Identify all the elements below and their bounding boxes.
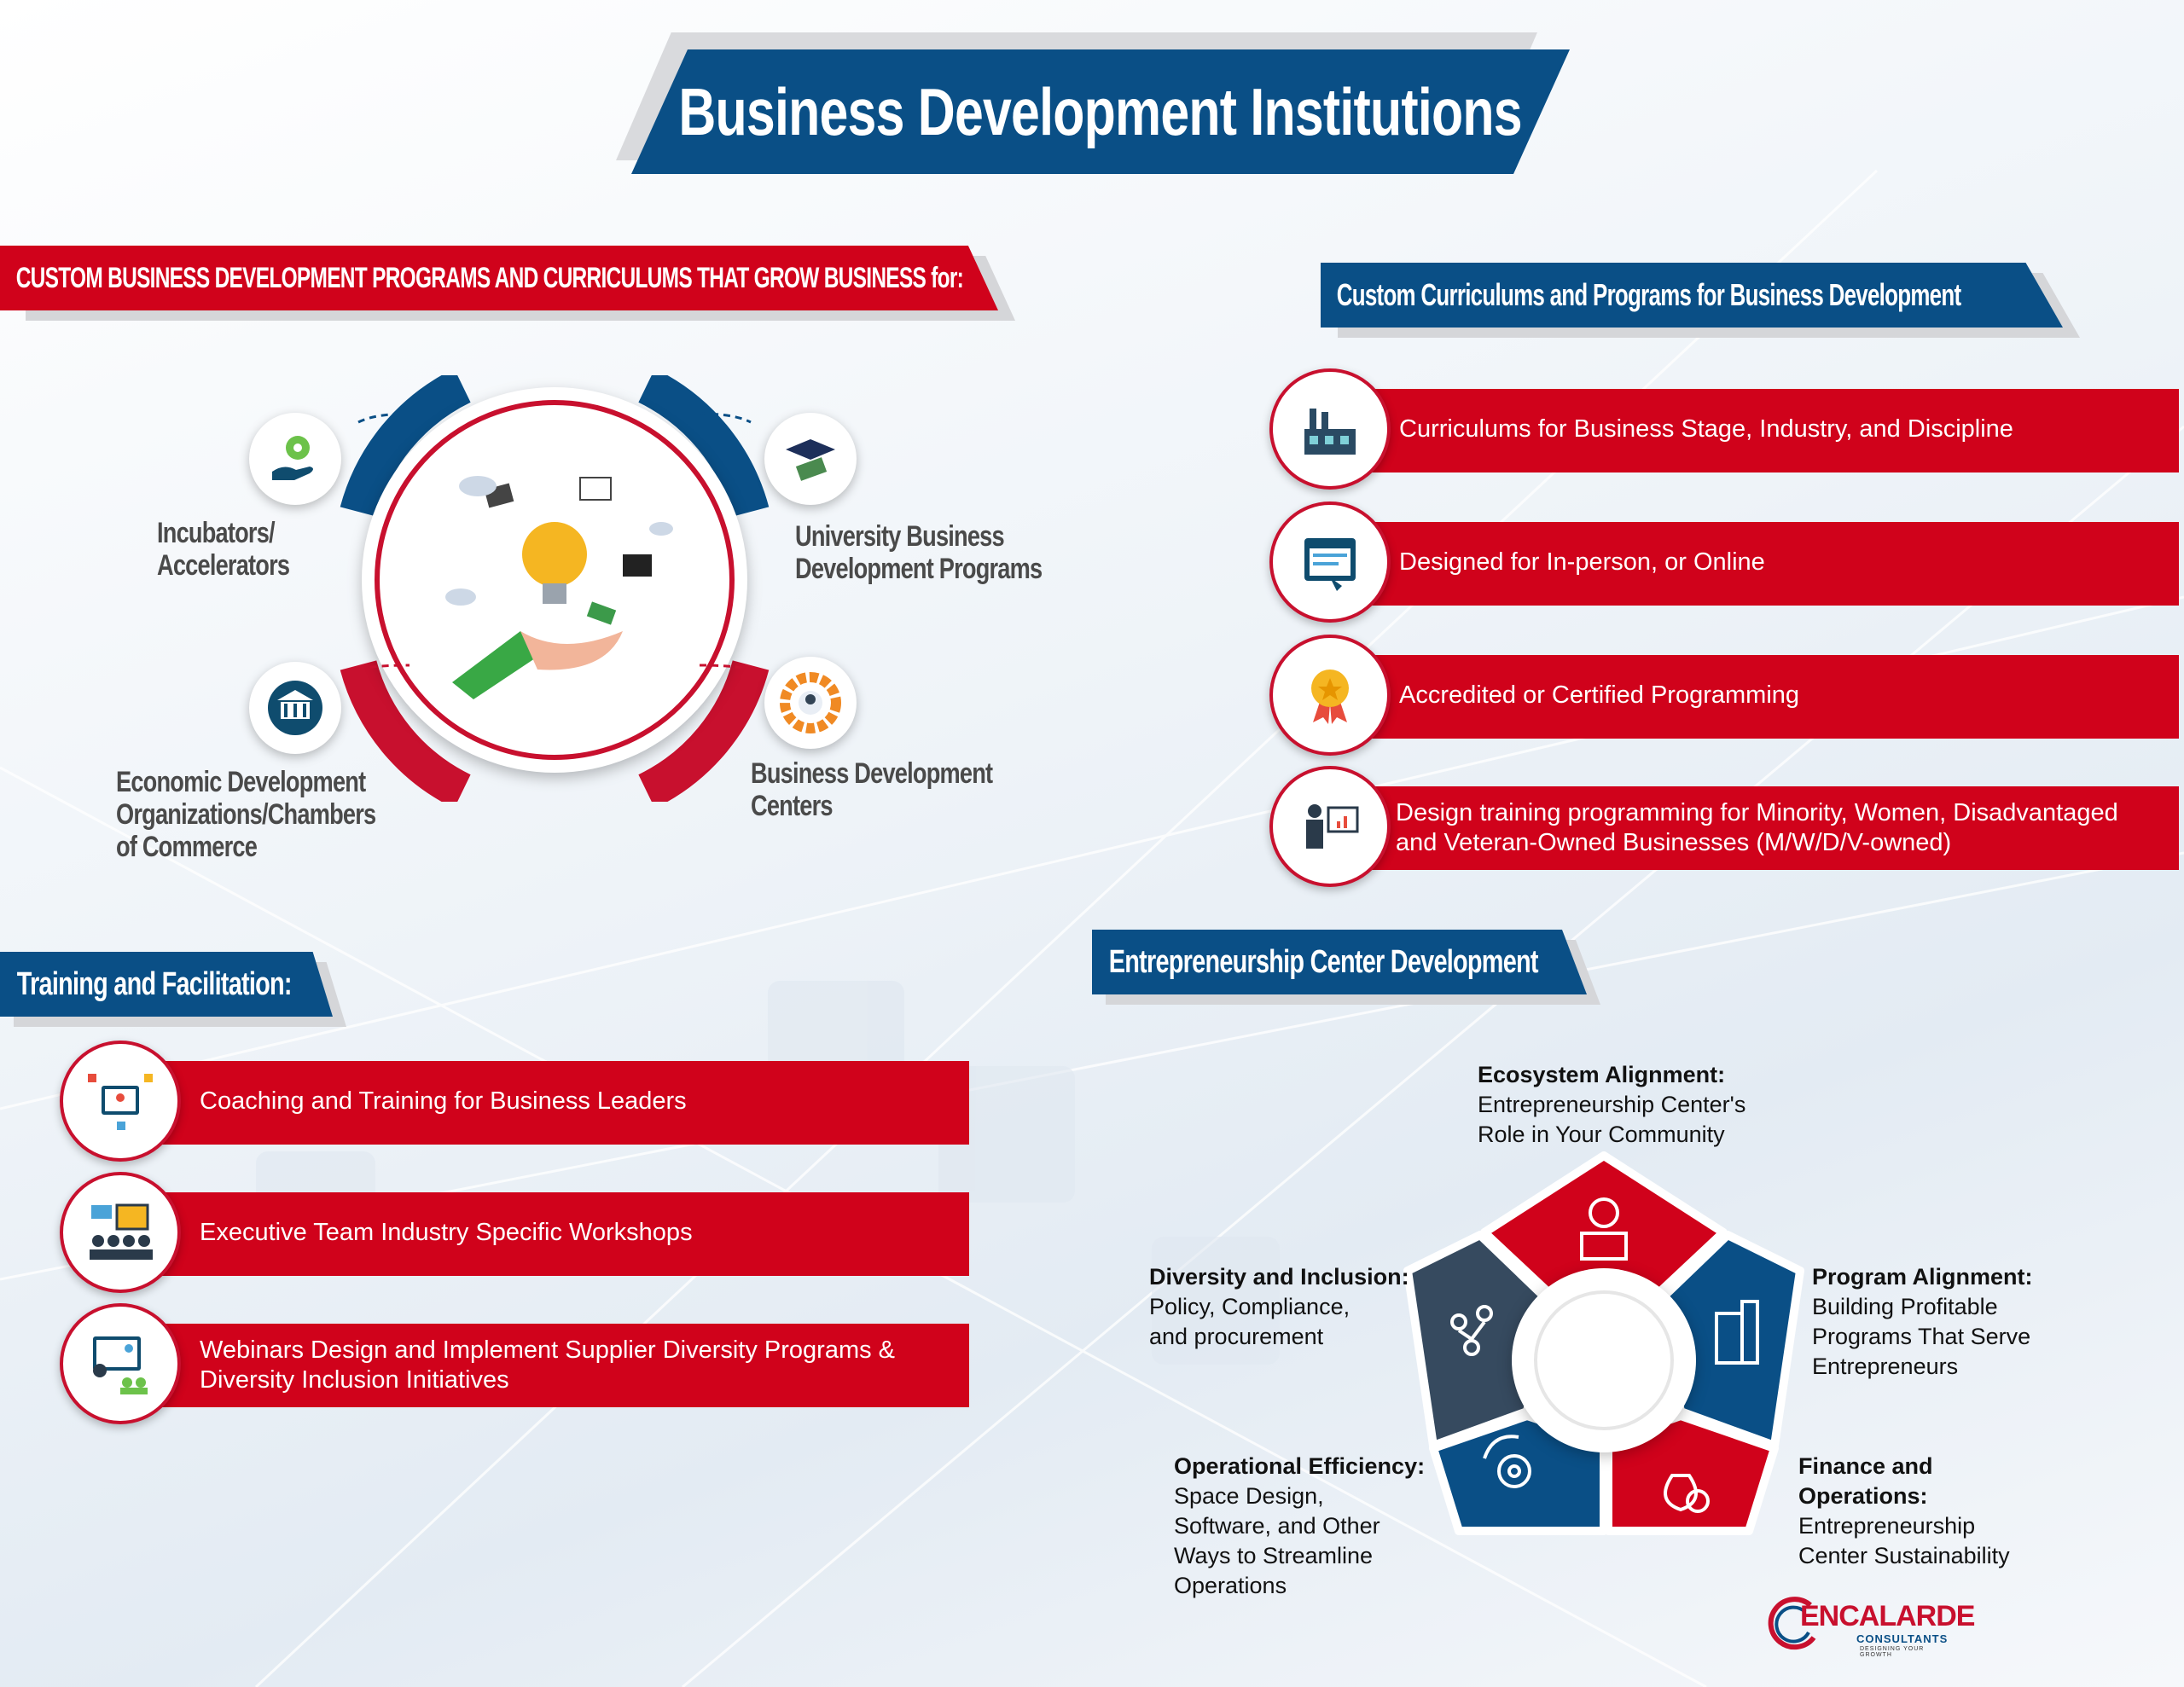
curriculum-item-text: Designed for In-person, or Online bbox=[1399, 548, 1765, 576]
training-item-text: Coaching and Training for Business Leade… bbox=[200, 1087, 687, 1115]
operational-efficiency-text: Operational Efficiency: Space Design, So… bbox=[1174, 1453, 1426, 1598]
idea-hand-icon bbox=[445, 476, 673, 699]
arc-top-left bbox=[340, 375, 471, 518]
arc-bottom-left bbox=[340, 659, 471, 802]
training-item: Executive Team Industry Specific Worksho… bbox=[60, 1172, 969, 1293]
coaching-icon bbox=[60, 1041, 181, 1162]
programs-circle-graphic bbox=[340, 375, 770, 802]
web-page-icon bbox=[1269, 501, 1391, 623]
curriculum-item: Accredited or Certified Programming bbox=[1269, 635, 2179, 756]
arc-top-right bbox=[638, 375, 770, 518]
award-medal-icon bbox=[1269, 635, 1391, 756]
incubators-label: Incubators/Accelerators bbox=[157, 517, 290, 582]
training-item: Coaching and Training for Business Leade… bbox=[60, 1041, 969, 1162]
curriculums-banner: Custom Curriculums and Programs for Busi… bbox=[1321, 263, 2080, 338]
page-title: Business Development Institutions bbox=[678, 73, 1523, 149]
webinar-icon bbox=[60, 1303, 181, 1424]
training-item-text-line2: Diversity Inclusion Initiatives bbox=[200, 1366, 509, 1394]
entrepreneurship-banner: Entrepreneurship Center Development bbox=[1092, 930, 1600, 1005]
gear-cycle-icon bbox=[1483, 1435, 1531, 1488]
programs-banner: CUSTOM BUSINESS DEVELOPMENT PROGRAMS AND… bbox=[0, 246, 1015, 321]
logo-sub: CONSULTANTS bbox=[1856, 1632, 1949, 1645]
diversity-inclusion-text: Diversity and Inclusion: Policy, Complia… bbox=[1149, 1264, 1409, 1349]
segment-diversity bbox=[1403, 1231, 1553, 1450]
curriculum-item-text: Curriculums for Business Stage, Industry… bbox=[1399, 415, 2013, 443]
ecosystem-icon bbox=[1580, 1197, 1628, 1261]
graduation-icon bbox=[764, 413, 857, 505]
curriculum-item-text-line2: and Veteran-Owned Businesses (M/W/D/V-ow… bbox=[1396, 829, 1952, 856]
workshop-icon bbox=[60, 1172, 181, 1293]
logo-tagline: DESIGNING YOUR GROWTH bbox=[1860, 1646, 1925, 1658]
training-banner: Training and Facilitation: bbox=[0, 952, 346, 1027]
logo-name: ENCALARDE bbox=[1800, 1600, 1975, 1632]
company-logo: ENCALARDE CONSULTANTS DESIGNING YOUR GRO… bbox=[1763, 1593, 1975, 1661]
logo-mark-icon bbox=[1768, 1597, 1816, 1650]
factory-icon bbox=[1269, 368, 1391, 490]
ecosystem-alignment-text: Ecosystem Alignment: Entrepreneurship Ce… bbox=[1478, 1062, 1746, 1147]
curriculum-item: Design training programming for Minority… bbox=[1269, 766, 2179, 887]
building-icon bbox=[1715, 1300, 1759, 1365]
curriculum-item: Designed for In-person, or Online bbox=[1269, 501, 2179, 623]
diversity-icon bbox=[1450, 1305, 1493, 1356]
entrepreneurship-pentagon bbox=[1403, 1151, 1804, 1535]
arc-bottom-right bbox=[638, 659, 770, 802]
training-item-text-line1: Webinars Design and Implement Supplier D… bbox=[200, 1336, 896, 1364]
presenter-icon bbox=[1269, 766, 1391, 887]
finance-operations-text: Finance and Operations: Entrepreneurship… bbox=[1798, 1453, 2010, 1568]
programs-banner-label: CUSTOM BUSINESS DEVELOPMENT PROGRAMS AND… bbox=[15, 261, 964, 294]
business-center-icon bbox=[764, 657, 857, 749]
curriculum-item-text-line1: Design training programming for Minority… bbox=[1396, 799, 2118, 826]
training-item: Webinars Design and Implement Supplier D… bbox=[60, 1303, 969, 1424]
gear-hand-icon bbox=[249, 413, 341, 505]
curriculum-item-text: Accredited or Certified Programming bbox=[1399, 681, 1800, 709]
entrepreneurship-banner-label: Entrepreneurship Center Development bbox=[1108, 943, 1539, 980]
curriculum-item: Curriculums for Business Stage, Industry… bbox=[1269, 368, 2179, 490]
money-bag-icon bbox=[1664, 1474, 1710, 1513]
training-banner-label: Training and Facilitation: bbox=[16, 965, 293, 1002]
government-building-icon bbox=[249, 662, 341, 754]
training-item-text: Executive Team Industry Specific Worksho… bbox=[200, 1219, 693, 1246]
program-alignment-text: Program Alignment: Building Profitable P… bbox=[1812, 1264, 2033, 1379]
curriculums-banner-label: Custom Curriculums and Programs for Busi… bbox=[1336, 277, 1961, 312]
